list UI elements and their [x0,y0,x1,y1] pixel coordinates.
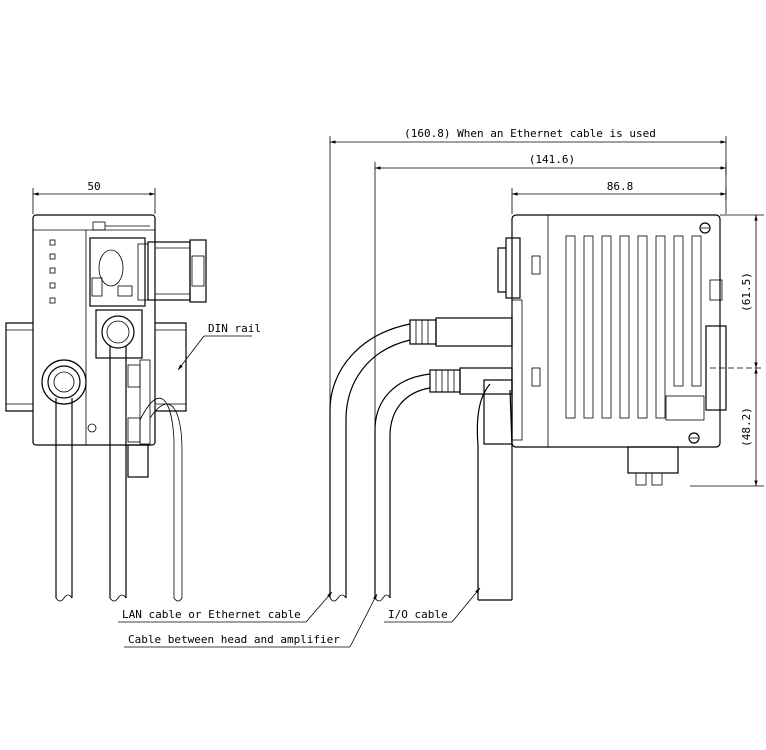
side-view: (160.8) When an Ethernet cable is used (… [329,127,764,602]
cable-callouts: LAN cable or Ethernet cable Cable betwee… [118,587,481,648]
front-view: 50 DIN rail [5,180,261,602]
dim-heights: (61.5) (48.2) [690,214,764,487]
side-cables [329,323,513,602]
dim-height-upper-label: (61.5) [740,272,753,312]
din-rail-callout: DIN rail [177,322,261,371]
dim-front-width: 50 [32,180,156,214]
led-indicators [49,239,56,304]
front-housing [32,214,156,446]
dim-overall-head-label: (141.6) [529,153,575,166]
cooling-vents [565,235,702,419]
side-housing [511,214,721,448]
dim-overall-ethernet: (160.8) When an Ethernet cable is used [329,127,727,410]
lan-cable-label: LAN cable or Ethernet cable [122,608,301,621]
dim-body-depth: 86.8 [511,180,727,214]
dim-body-depth-label: 86.8 [607,180,634,193]
front-cables [55,346,183,602]
side-plug [147,239,207,303]
din-rail-label: DIN rail [208,322,261,335]
dim-height-lower-label: (48.2) [740,407,753,447]
side-top-plug [497,237,541,387]
dim-front-width-label: 50 [87,180,100,193]
io-cable-label: I/O cable [388,608,448,621]
head-cable-label: Cable between head and amplifier [128,633,340,646]
side-connectors [409,317,513,445]
dim-overall-ethernet-label: (160.8) When an Ethernet cable is used [404,127,656,140]
dim-overall-head: (141.6) [374,153,727,430]
